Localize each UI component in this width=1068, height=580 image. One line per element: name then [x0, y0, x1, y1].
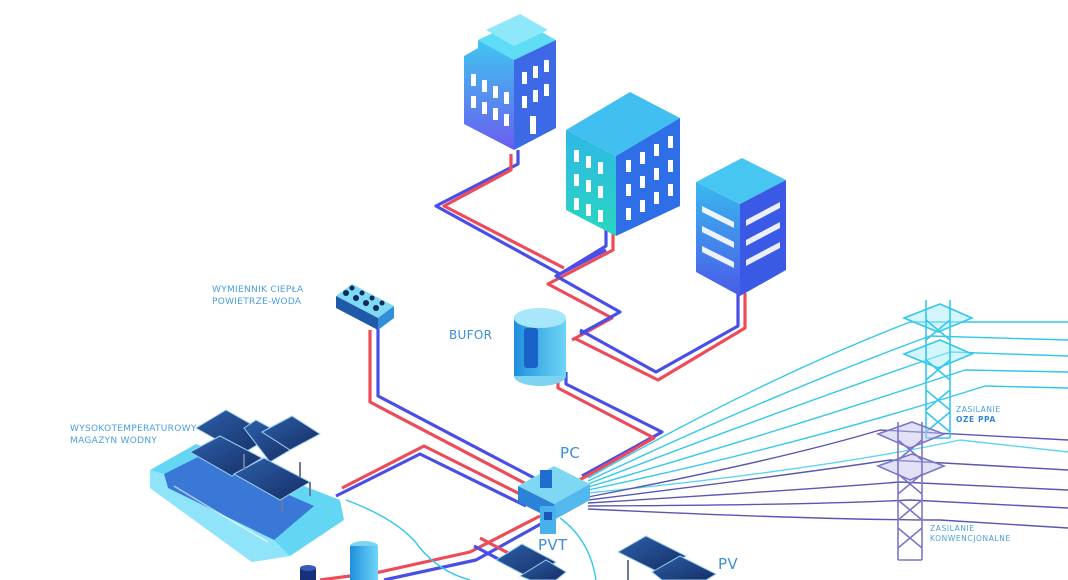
supply-conventional-label: ZASILANIE KONWENCJONALNE — [930, 524, 1011, 544]
pv-label: PV — [718, 555, 738, 573]
pipe-buffer-pc-hot — [556, 376, 656, 484]
pipe-pc-down-cold — [383, 518, 549, 580]
building-c — [696, 158, 786, 296]
pipe-building-c-hot — [573, 293, 747, 382]
pc-label: PC — [560, 444, 581, 462]
pipe-storage-cold — [335, 452, 527, 508]
heat-exchanger-label-line2: POWIETRZE-WODA — [212, 297, 302, 307]
storage-label-line1: WYSOKOTEMPERATUROWY — [70, 424, 197, 434]
bottom-tanks — [300, 541, 378, 580]
pvt-label: PVT — [538, 536, 568, 554]
pvt-panels — [494, 543, 567, 580]
heat-pump-unit — [518, 466, 590, 534]
pipe-building-a-hot — [442, 154, 565, 270]
pipe-building-a-cold — [434, 150, 608, 276]
pylon-oze — [901, 300, 975, 439]
heat-exchanger-label-line1: WYMIENNIK CIEPŁA — [212, 285, 304, 295]
supply-conventional-label-line1: ZASILANIE — [930, 524, 975, 533]
storage-label: WYSOKOTEMPERATUROWY MAGAZYN WODNY — [70, 423, 197, 447]
supply-conventional-label-line2: KONWENCJONALNE — [930, 534, 1011, 543]
pv-panels — [616, 535, 718, 580]
cables — [345, 321, 1068, 580]
pipe-buffer-pc-cold — [564, 372, 664, 478]
pipe-building-c-cold — [579, 290, 740, 374]
supply-oze-label: ZASILANIE OZE PPA — [956, 405, 1001, 425]
pipe-storage-hot — [341, 444, 533, 502]
buffer-tank — [514, 308, 566, 386]
supply-oze-label-line2: OZE PPA — [956, 415, 996, 424]
building-a — [464, 14, 556, 150]
heat-exchanger-unit — [336, 284, 394, 330]
pylon-conventional — [875, 421, 947, 561]
pipe-building-b-cold — [554, 248, 622, 336]
pipe-exchanger-hot — [368, 330, 531, 488]
high-temperature-storage — [150, 444, 344, 562]
pipe-exchanger-cold — [376, 326, 539, 482]
storage-label-line2: MAGAZYN WODNY — [70, 436, 158, 446]
supply-oze-label-line1: ZASILANIE — [956, 405, 1001, 414]
building-b — [566, 92, 680, 236]
buffer-label: BUFOR — [449, 328, 493, 342]
heat-exchanger-label: WYMIENNIK CIEPŁA POWIETRZE-WODA — [212, 284, 303, 308]
storage-solar-array — [188, 409, 321, 512]
